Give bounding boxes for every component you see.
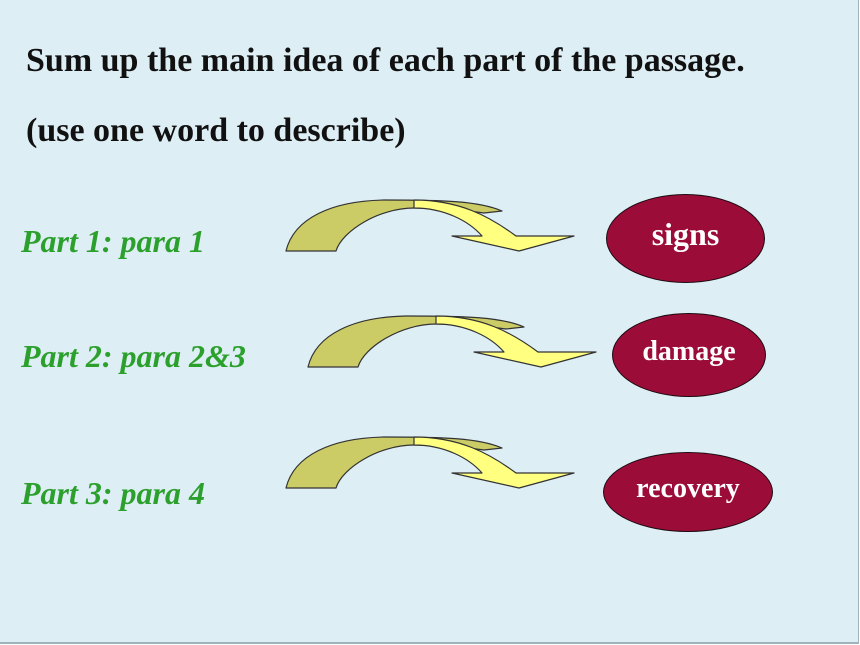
part-1-label: Part 1: para 1 — [21, 223, 205, 259]
part-2-label: Part 2: para 2&3 — [21, 338, 246, 374]
curved-arrow-icon — [285, 436, 575, 489]
answer-text: signs — [651, 216, 720, 252]
part-3-label: Part 3: para 4 — [21, 475, 205, 511]
curved-arrow-icon — [285, 199, 575, 252]
answer-oval-2: damage — [612, 313, 766, 397]
answer-text: recovery — [636, 473, 740, 504]
title-line-1: Sum up the main idea of each part of the… — [26, 42, 745, 79]
answer-text: damage — [642, 336, 736, 367]
title-line-2: (use one word to describe) — [26, 112, 406, 149]
curved-arrow-icon — [307, 315, 597, 368]
answer-oval-3: recovery — [603, 452, 773, 532]
answer-oval-1: signs — [606, 194, 765, 283]
